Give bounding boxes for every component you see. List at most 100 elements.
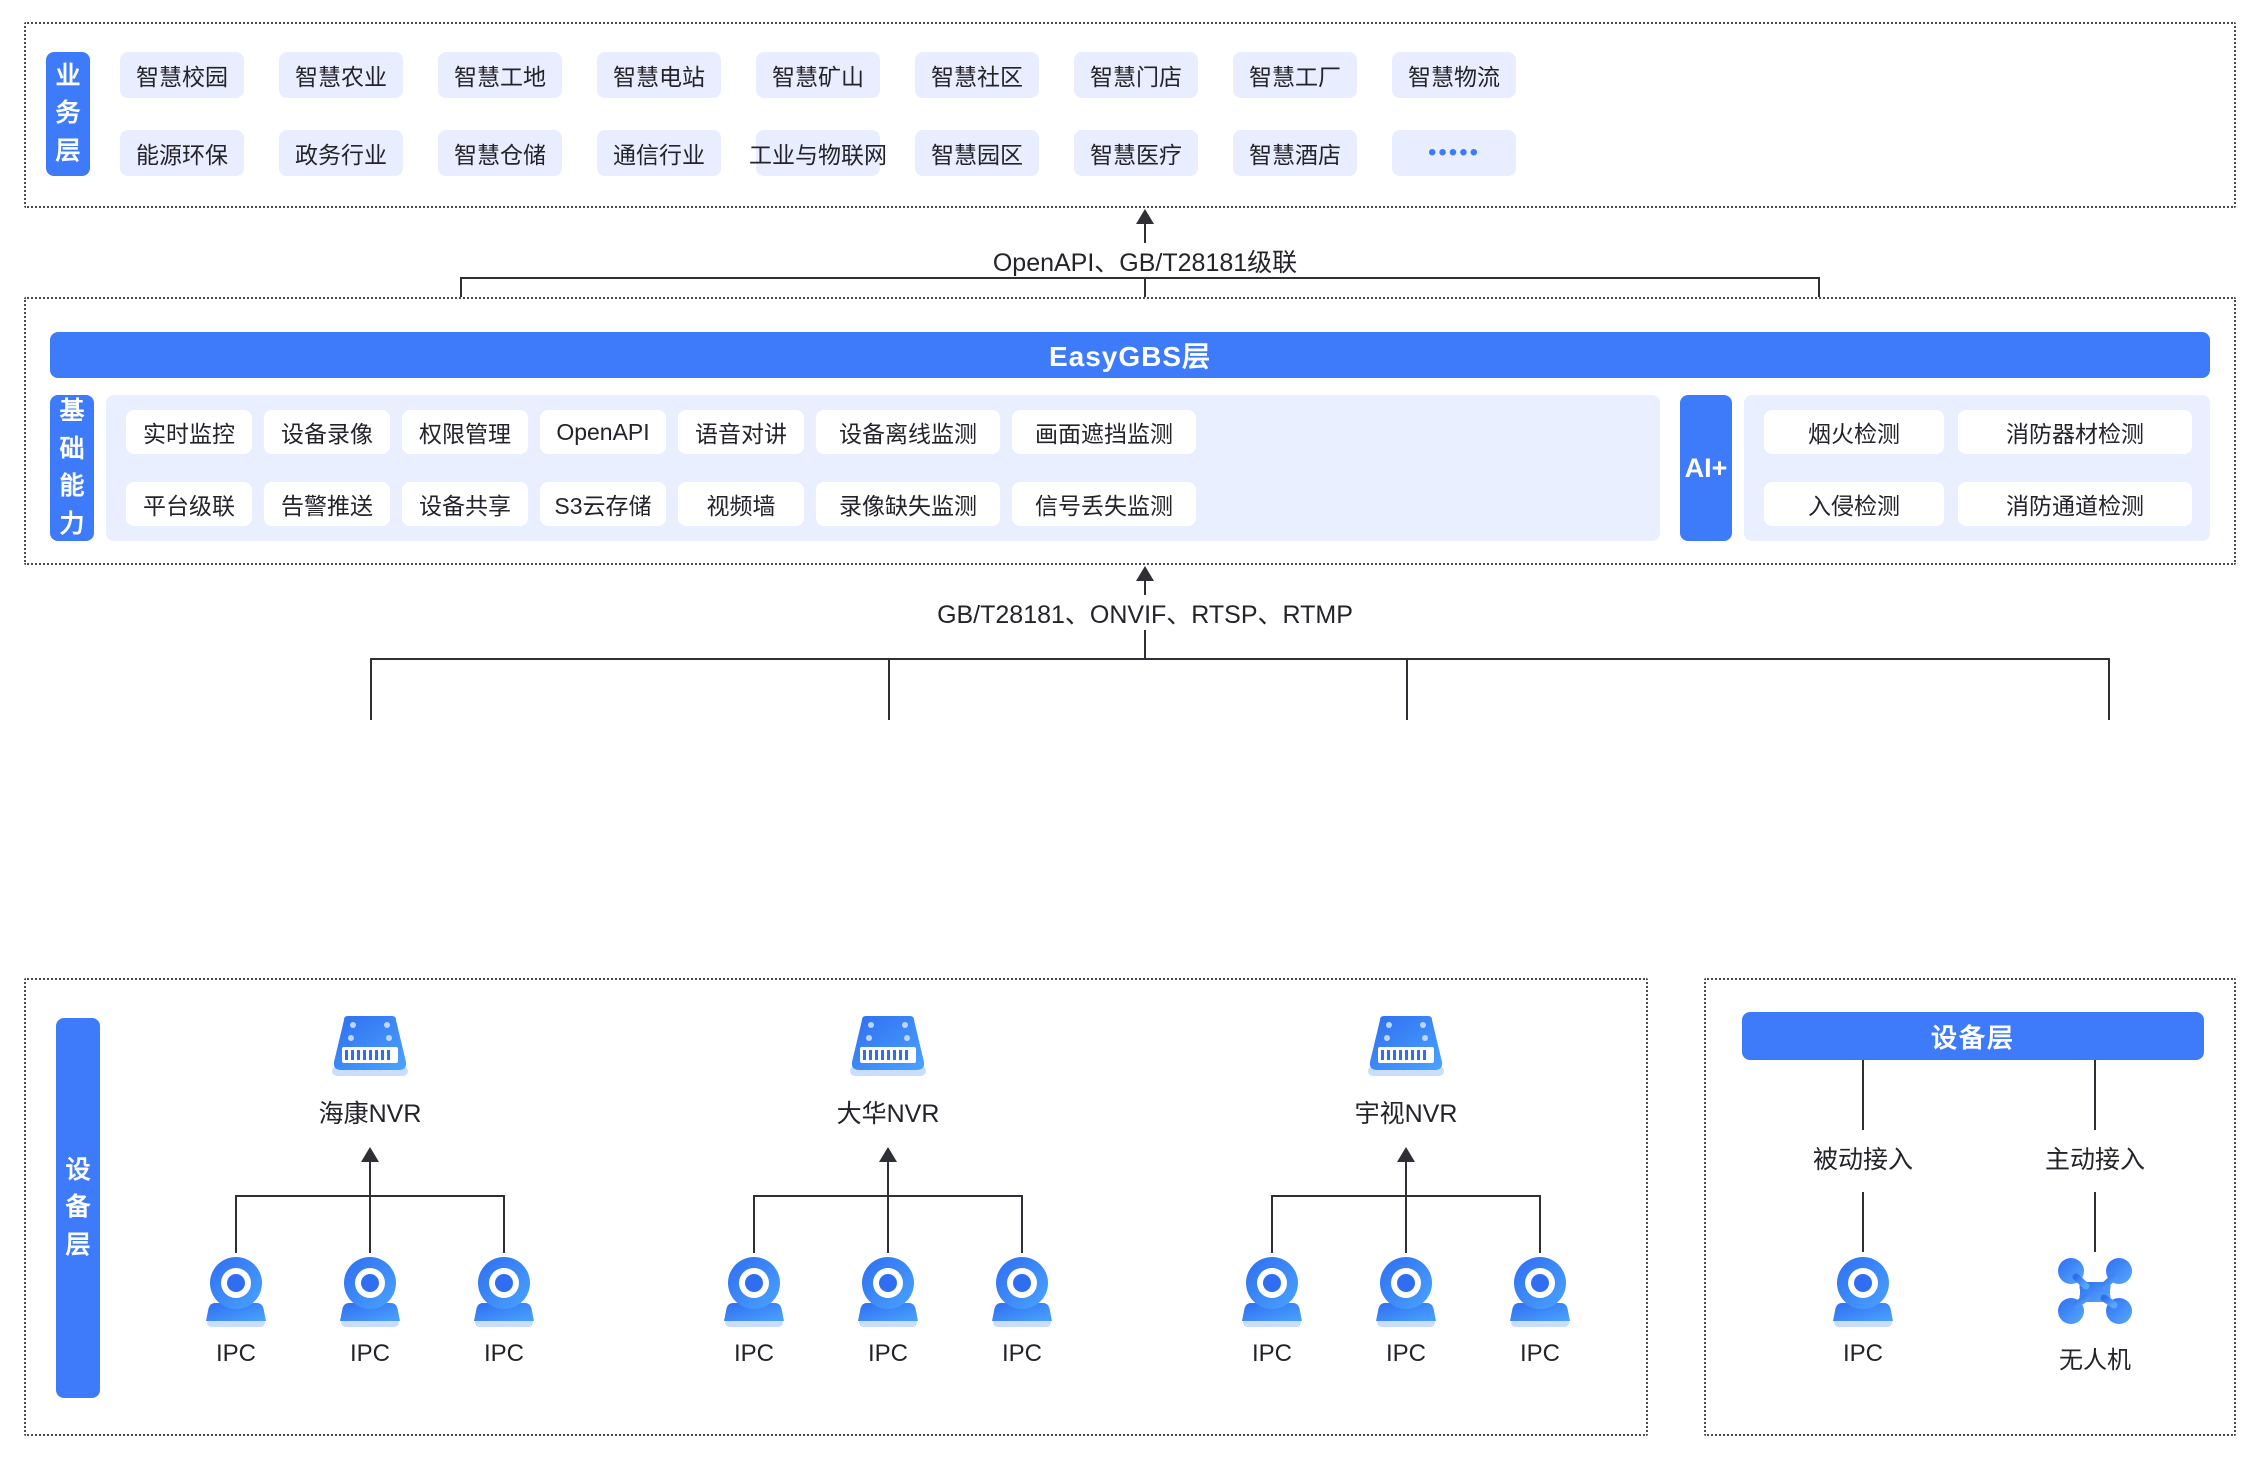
nvr-child-drop: [887, 1195, 889, 1253]
capability-chip[interactable]: 权限管理: [402, 410, 528, 454]
camera-icon[interactable]: [853, 1255, 923, 1329]
capability-chip-label: S3云存储: [554, 493, 652, 519]
capability-chip[interactable]: 录像缺失监测: [816, 482, 1000, 526]
business-chip[interactable]: 智慧物流: [1392, 52, 1516, 98]
business-chip[interactable]: 智慧门店: [1074, 52, 1198, 98]
device-uplink-label-text: GB/T28181、ONVIF、RTSP、RTMP: [937, 601, 1353, 629]
capability-chip[interactable]: 告警推送: [264, 482, 390, 526]
nvr-label-text: 宇视NVR: [1354, 1100, 1458, 1128]
drone-icon[interactable]: [2054, 1256, 2136, 1328]
business-chip-label: 能源环保: [136, 142, 228, 168]
business-chip-label: 智慧仓储: [454, 142, 546, 168]
device-right-branch-label-text: 主动接入: [2044, 1146, 2145, 1174]
capability-chip-label: OpenAPI: [556, 418, 650, 445]
capability-chip[interactable]: 视频墙: [678, 482, 804, 526]
device-layer-left-side-label-text: 设备层: [65, 1155, 93, 1259]
capability-chip[interactable]: 语音对讲: [678, 410, 804, 454]
nvr-uplink-arrow: [1397, 1147, 1415, 1162]
business-chip[interactable]: 通信行业: [597, 130, 721, 176]
ai-capability-chip-label: 烟火检测: [1808, 421, 1900, 447]
capability-chip[interactable]: 设备共享: [402, 482, 528, 526]
ipc-label: IPC: [300, 1340, 440, 1368]
business-uplink-arrow: [1136, 209, 1154, 224]
business-chip[interactable]: 智慧仓储: [438, 130, 562, 176]
camera-icon[interactable]: [1371, 1255, 1441, 1329]
ipc-label: IPC: [818, 1340, 958, 1368]
ipc-label-text: IPC: [733, 1340, 774, 1367]
capability-chip[interactable]: 设备录像: [264, 410, 390, 454]
ipc-label-text: IPC: [1001, 1340, 1042, 1367]
capability-chip[interactable]: OpenAPI: [540, 410, 666, 454]
device-right-branch-active-upper: [2094, 1060, 2096, 1130]
business-chip-label: 智慧医疗: [1090, 142, 1182, 168]
capability-chip-label: 语音对讲: [695, 421, 787, 447]
business-chip-more[interactable]: •••••: [1392, 130, 1516, 176]
ai-capability-chip[interactable]: 消防通道检测: [1958, 482, 2192, 526]
device-uplink-drop-dahua: [888, 658, 890, 720]
ipc-label-text: IPC: [483, 1340, 524, 1367]
capability-chip[interactable]: 平台级联: [126, 482, 252, 526]
device-uplink-label: GB/T28181、ONVIF、RTSP、RTMP: [860, 595, 1430, 631]
business-chip[interactable]: 智慧农业: [279, 52, 403, 98]
business-chip-label: 智慧校园: [136, 64, 228, 90]
easygbs-layer-title: EasyGBS层: [1048, 341, 1212, 372]
ai-capability-chip[interactable]: 消防器材检测: [1958, 410, 2192, 454]
business-chip-more-label: •••••: [1427, 139, 1480, 166]
nvr-icon[interactable]: [844, 1014, 932, 1080]
business-chip-label: 政务行业: [295, 142, 387, 168]
device-layer-left-side-label: 设备层: [56, 1018, 100, 1398]
business-chip[interactable]: 智慧校园: [120, 52, 244, 98]
business-chip[interactable]: 智慧医疗: [1074, 130, 1198, 176]
device-right-branch-passive-lower: [1862, 1192, 1864, 1252]
ai-plus-badge[interactable]: AI+: [1680, 395, 1732, 541]
capability-chip[interactable]: S3云存储: [540, 482, 666, 526]
business-chip[interactable]: 能源环保: [120, 130, 244, 176]
business-chip[interactable]: 智慧工厂: [1233, 52, 1357, 98]
device-layer-right-bar[interactable]: 设备层: [1742, 1012, 2204, 1060]
ipc-label: IPC: [1202, 1340, 1342, 1368]
camera-icon[interactable]: [201, 1255, 271, 1329]
business-chip[interactable]: 政务行业: [279, 130, 403, 176]
business-chip[interactable]: 工业与物联网: [749, 130, 887, 176]
business-chip-label: 智慧电站: [613, 64, 705, 90]
camera-icon[interactable]: [335, 1255, 405, 1329]
business-chip[interactable]: 智慧园区: [915, 130, 1039, 176]
capability-chip[interactable]: 信号丢失监测: [1012, 482, 1196, 526]
ai-capability-chip[interactable]: 入侵检测: [1764, 482, 1944, 526]
nvr-uplink-stem: [369, 1160, 371, 1196]
nvr-icon[interactable]: [326, 1014, 414, 1080]
ipc-label: IPC: [434, 1340, 574, 1368]
ipc-label: IPC: [1336, 1340, 1476, 1368]
business-chip[interactable]: 智慧矿山: [756, 52, 880, 98]
ai-capability-chip[interactable]: 烟火检测: [1764, 410, 1944, 454]
business-uplink-label-text: OpenAPI、GB/T28181级联: [992, 249, 1298, 277]
nvr-icon[interactable]: [1362, 1014, 1450, 1080]
camera-icon[interactable]: [987, 1255, 1057, 1329]
business-chip-label: 工业与物联网: [749, 142, 887, 168]
easygbs-layer-bar[interactable]: EasyGBS层: [50, 332, 2210, 378]
camera-icon[interactable]: [719, 1255, 789, 1329]
nvr-uplink-stem: [1405, 1160, 1407, 1196]
ipc-label-text: IPC: [867, 1340, 908, 1367]
capability-chip[interactable]: 设备离线监测: [816, 410, 1000, 454]
drone-label: 无人机: [2035, 1340, 2155, 1375]
business-uplink-stem: [1144, 222, 1146, 260]
capability-chip[interactable]: 画面遮挡监测: [1012, 410, 1196, 454]
business-chip[interactable]: 智慧社区: [915, 52, 1039, 98]
platform-capability-side-label: 基础能力: [50, 395, 94, 541]
capability-chip[interactable]: 实时监控: [126, 410, 252, 454]
device-layer-right-title: 设备层: [1930, 1022, 2015, 1053]
business-chip-label: 智慧园区: [931, 142, 1023, 168]
nvr-label-text: 大华NVR: [836, 1100, 940, 1128]
camera-icon[interactable]: [469, 1255, 539, 1329]
camera-icon[interactable]: [1237, 1255, 1307, 1329]
camera-icon[interactable]: [1505, 1255, 1575, 1329]
business-chip-label: 智慧物流: [1408, 64, 1500, 90]
ai-capability-chip-label: 消防器材检测: [2006, 421, 2144, 447]
business-layer-side-label-text: 业务层: [55, 61, 83, 165]
camera-icon[interactable]: [1828, 1255, 1898, 1329]
nvr-child-drop: [235, 1195, 237, 1253]
business-chip[interactable]: 智慧电站: [597, 52, 721, 98]
business-chip[interactable]: 智慧工地: [438, 52, 562, 98]
business-chip[interactable]: 智慧酒店: [1233, 130, 1357, 176]
